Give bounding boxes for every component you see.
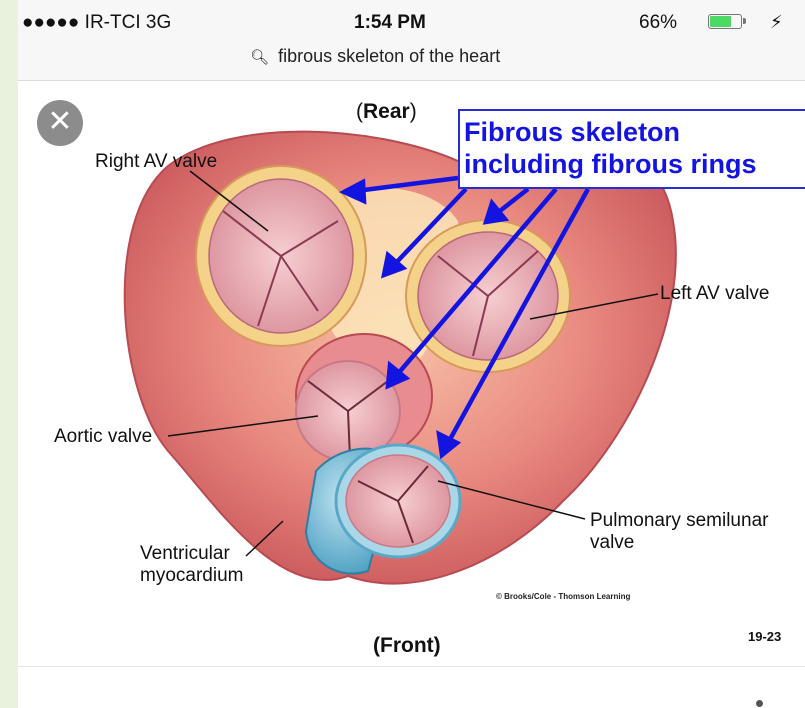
divider (18, 666, 805, 667)
search-query: fibrous skeleton of the heart (278, 46, 500, 66)
battery-percent: 66% (639, 12, 677, 34)
carrier-signal: ●●●●● IR-TCI 3G (22, 12, 171, 34)
pulmonary-line-1: Pulmonary semilunar (590, 510, 768, 532)
rear-label: (Rear) (356, 101, 417, 123)
clock: 1:54 PM (354, 12, 426, 34)
search-icon: 🔍︎ (250, 49, 269, 66)
label-pulmonary-valve: Pulmonary semilunar valve (590, 510, 768, 554)
more-icon[interactable] (756, 700, 763, 707)
front-label: (Front) (373, 635, 441, 657)
label-right-av-valve: Right AV valve (95, 151, 217, 173)
rear-open-paren: ( (356, 100, 363, 123)
ventricular-line-2: myocardium (140, 565, 243, 587)
label-aortic-valve: Aortic valve (54, 426, 152, 448)
battery-icon (708, 14, 742, 29)
fibrous-skeleton-callout: Fibrous skeleton including fibrous rings (464, 116, 757, 180)
top-bar: ●●●●● IR-TCI 3G 1:54 PM 66% ⚡︎ 🔍︎ fibrou… (18, 0, 805, 81)
figure-number: 19-23 (748, 626, 781, 648)
close-icon[interactable]: ✕ (37, 100, 83, 146)
phone-screen: ●●●●● IR-TCI 3G 1:54 PM 66% ⚡︎ 🔍︎ fibrou… (18, 0, 805, 708)
pulmonary-line-2: valve (590, 532, 768, 554)
callout-line-1: Fibrous skeleton (464, 116, 757, 148)
rear-word: Rear (363, 100, 410, 123)
bolt-icon: ⚡︎ (770, 12, 783, 33)
label-left-av-valve: Left AV valve (660, 283, 770, 305)
copyright-note: © Brooks/Cole - Thomson Learning (496, 586, 630, 608)
ventricular-line-1: Ventricular (140, 543, 243, 565)
figure-labels: ✕ (Rear) Fibrous skeleton including fibr… (18, 81, 805, 666)
label-ventricular-myocardium: Ventricular myocardium (140, 543, 243, 587)
search-query-bar[interactable]: 🔍︎ fibrous skeleton of the heart (250, 46, 500, 67)
callout-line-2: including fibrous rings (464, 148, 757, 180)
rear-close-paren: ) (410, 100, 417, 123)
